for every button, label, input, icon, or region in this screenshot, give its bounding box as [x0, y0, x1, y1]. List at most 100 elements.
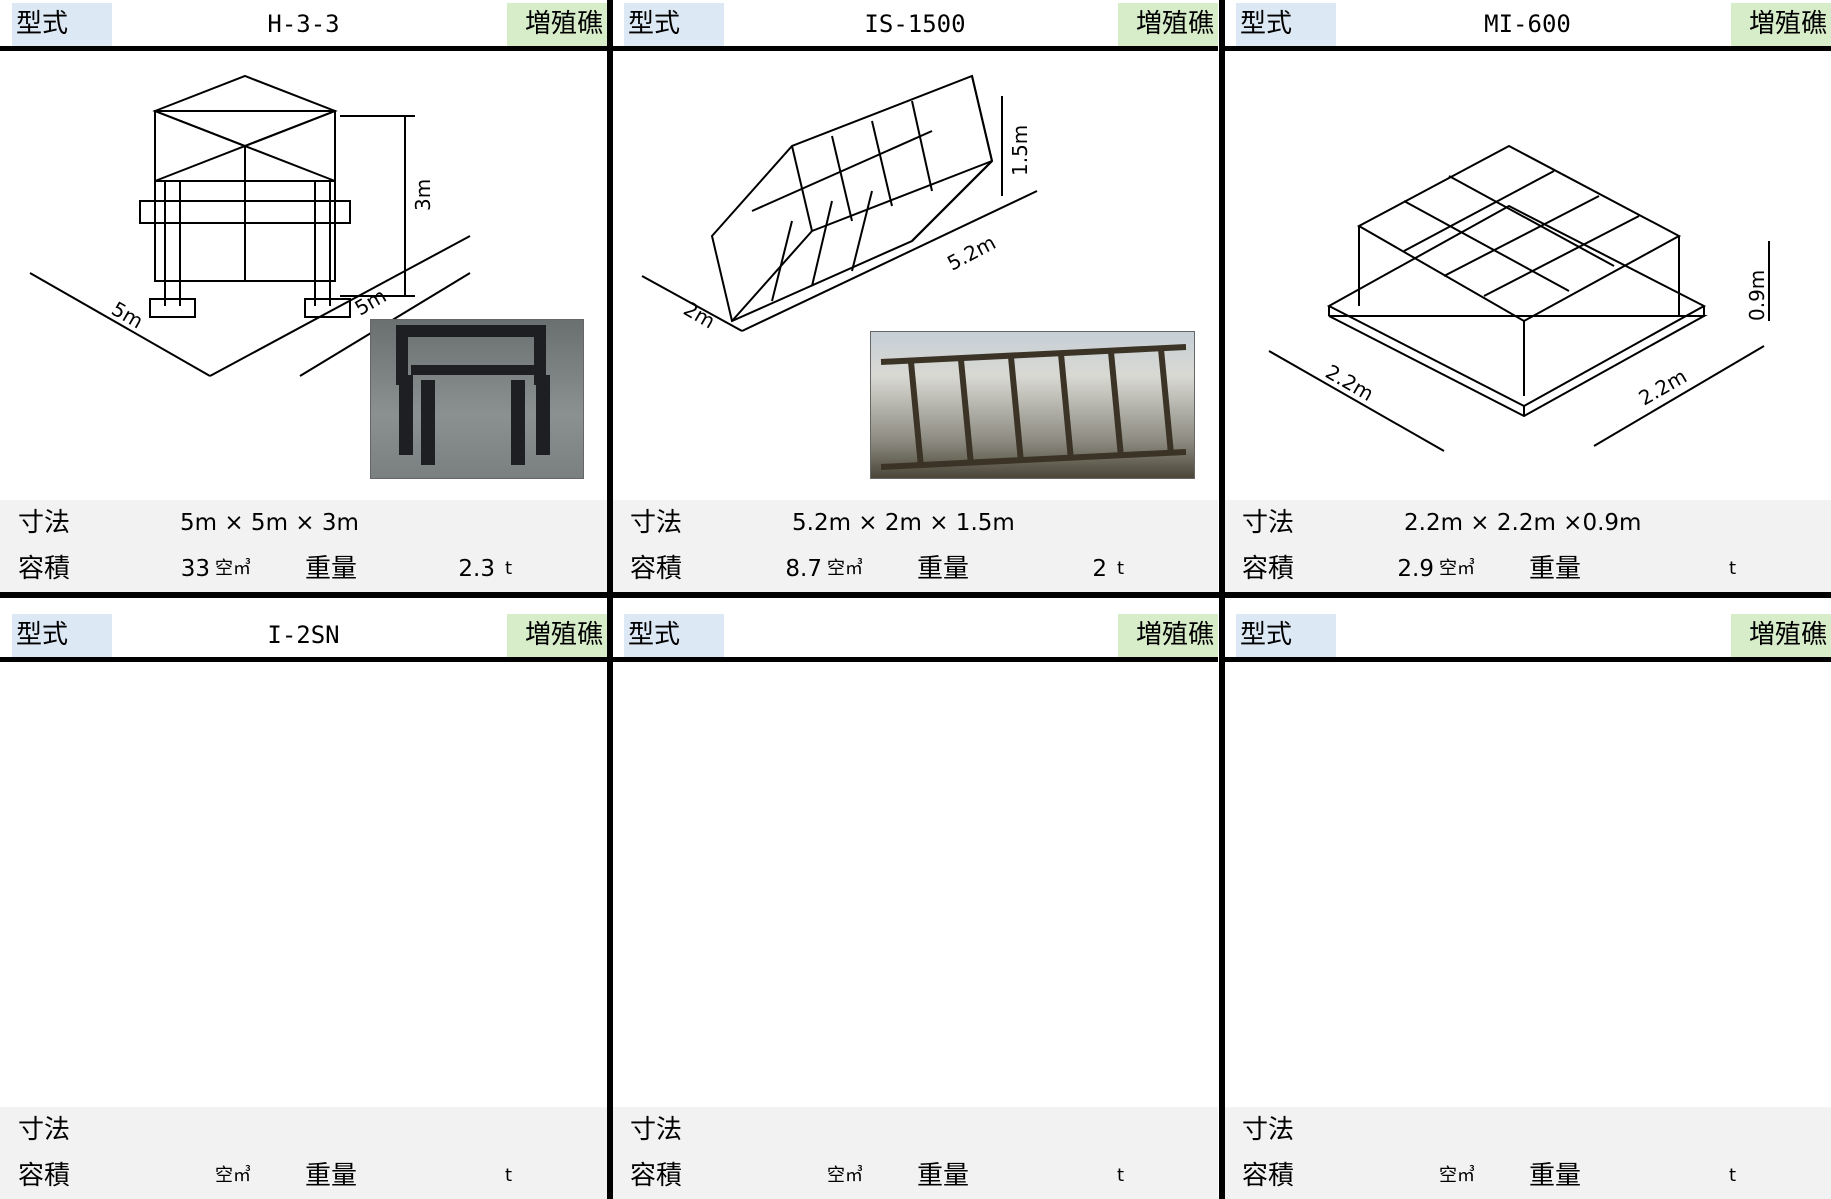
reef-photo: [370, 319, 584, 479]
weight-unit: t: [1117, 558, 1125, 579]
specs-footer: 寸法 5.2m × 2m × 1.5m 容積 8.7 空㎥ 重量 2 t: [612, 500, 1218, 592]
reef-card-empty-1: 型式 増殖礁 寸法 容積 空㎥ 重量 t: [612, 611, 1218, 1199]
model-value: H-3-3: [267, 10, 340, 38]
column-divider: [607, 0, 613, 1199]
card-header: 型式 IS-1500 増殖礁: [612, 0, 1218, 51]
dims-label: 寸法: [630, 508, 683, 538]
drawing-area: [612, 662, 1218, 1107]
card-header: 型式 I-2SN 増殖礁: [0, 611, 607, 662]
weight-value: 2: [1092, 556, 1107, 582]
model-label: 型式: [624, 614, 724, 657]
dims-label: 寸法: [1242, 1115, 1295, 1145]
dims-label: 寸法: [1242, 508, 1295, 538]
specs-footer: 寸法 容積 空㎥ 重量 t: [1224, 1107, 1831, 1199]
weight-unit: t: [1729, 558, 1737, 579]
column-divider: [1219, 0, 1225, 1199]
volume-label: 容積: [1242, 554, 1295, 584]
dims-label: 寸法: [630, 1115, 683, 1145]
dim-label-b: 5.2m: [943, 230, 1000, 275]
specs-footer: 寸法 容積 空㎥ 重量 t: [0, 1107, 607, 1199]
volume-unit: 空㎥: [827, 1165, 863, 1186]
weight-label: 重量: [917, 554, 970, 584]
reef-card-mi-600: 型式 MI-600 増殖礁: [1224, 0, 1831, 592]
dim-label-a: 2.2m: [1322, 360, 1378, 406]
weight-label: 重量: [1529, 554, 1582, 584]
card-header: 型式 H-3-3 増殖礁: [0, 0, 607, 51]
category-label: 増殖礁: [1118, 614, 1218, 657]
category-label: 増殖礁: [1731, 614, 1831, 657]
weight-unit: t: [1729, 1165, 1737, 1186]
technical-drawing: 2.2m 2.2m 0.9m: [1268, 144, 1770, 452]
drawing-area: 2m 5.2m 1.5m: [612, 51, 1218, 500]
technical-drawing: 2m 5.2m 1.5m: [641, 74, 1038, 334]
specs-footer: 寸法 容積 空㎥ 重量 t: [612, 1107, 1218, 1199]
volume-label: 容積: [18, 1161, 71, 1191]
model-value: I-2SN: [267, 621, 340, 649]
dims-value: 5m × 5m × 3m: [180, 510, 359, 536]
model-value: IS-1500: [864, 10, 966, 38]
model-label: 型式: [12, 614, 112, 657]
reef-photo: [870, 331, 1195, 479]
weight-unit: t: [505, 1165, 513, 1186]
reef-silhouette: [880, 344, 1187, 470]
model-label: 型式: [12, 3, 112, 46]
volume-unit: 空㎥: [215, 1165, 251, 1186]
dim-label-h: 1.5m: [1008, 125, 1032, 176]
dim-label-b: 2.2m: [1635, 364, 1691, 410]
drawing-area: 5m 5m 3m: [0, 51, 607, 500]
dim-label-b: 5m: [351, 283, 391, 320]
volume-unit: 空㎥: [1439, 1165, 1475, 1186]
reef-card-is-1500: 型式 IS-1500 増殖礁: [612, 0, 1218, 592]
weight-label: 重量: [1529, 1161, 1582, 1191]
card-header: 型式 増殖礁: [1224, 611, 1831, 662]
volume-label: 容積: [1242, 1161, 1295, 1191]
reef-card-empty-2: 型式 増殖礁 寸法 容積 空㎥ 重量 t: [1224, 611, 1831, 1199]
dim-label-h: 0.9m: [1745, 270, 1769, 321]
model-value: [1344, 614, 1711, 657]
model-label: 型式: [1236, 3, 1336, 46]
model-value: MI-600: [1484, 10, 1571, 38]
volume-unit: 空㎥: [215, 558, 251, 579]
dim-label-h: 3m: [411, 179, 435, 211]
weight-label: 重量: [305, 554, 358, 584]
weight-label: 重量: [305, 1161, 358, 1191]
model-label: 型式: [624, 3, 724, 46]
volume-value: 2.9: [1397, 556, 1434, 582]
dim-label-a: 2m: [680, 297, 720, 334]
drawing-area: [0, 662, 607, 1107]
category-label: 増殖礁: [1118, 3, 1218, 46]
dim-label-a: 5m: [108, 297, 148, 334]
reef-card-h-3-3: 型式 H-3-3 増殖礁: [0, 0, 607, 592]
weight-label: 重量: [917, 1161, 970, 1191]
volume-value: 8.7: [785, 556, 822, 582]
row-divider: [0, 592, 1831, 598]
volume-value: 33: [180, 556, 210, 582]
dims-label: 寸法: [18, 1115, 71, 1145]
specs-footer: 寸法 5m × 5m × 3m 容積 33 空㎥ 重量 2.3 t: [0, 500, 607, 592]
volume-label: 容積: [630, 1161, 683, 1191]
model-label: 型式: [1236, 614, 1336, 657]
volume-label: 容積: [630, 554, 683, 584]
category-label: 増殖礁: [507, 3, 607, 46]
dims-label: 寸法: [18, 508, 71, 538]
technical-drawing: 5m 5m 3m: [29, 74, 471, 377]
weight-value: 2.3: [458, 556, 495, 582]
volume-unit: 空㎥: [827, 558, 863, 579]
model-value: [732, 614, 1098, 657]
card-header: 型式 増殖礁: [612, 611, 1218, 662]
category-label: 増殖礁: [1731, 3, 1831, 46]
drawing-area: [1224, 662, 1831, 1107]
reef-card-i-2sn: 型式 I-2SN 増殖礁 寸法 容積 空㎥ 重量 t: [0, 611, 607, 1199]
volume-label: 容積: [18, 554, 71, 584]
card-header: 型式 MI-600 増殖礁: [1224, 0, 1831, 51]
volume-unit: 空㎥: [1439, 558, 1475, 579]
specs-footer: 寸法 2.2m × 2.2m ×0.9m 容積 2.9 空㎥ 重量 t: [1224, 500, 1831, 592]
reef-silhouette: [396, 325, 550, 465]
weight-unit: t: [505, 558, 513, 579]
weight-unit: t: [1117, 1165, 1125, 1186]
dims-value: 2.2m × 2.2m ×0.9m: [1404, 510, 1642, 536]
drawing-area: 2.2m 2.2m 0.9m: [1224, 51, 1831, 500]
category-label: 増殖礁: [507, 614, 607, 657]
dims-value: 5.2m × 2m × 1.5m: [792, 510, 1015, 536]
